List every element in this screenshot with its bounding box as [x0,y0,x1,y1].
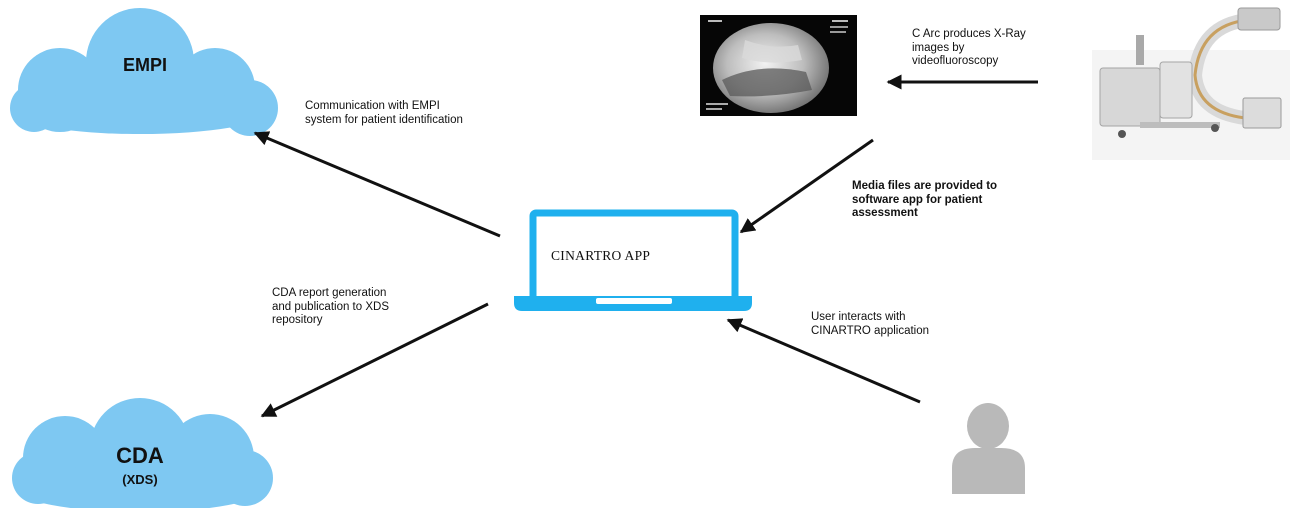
xray-image-icon [700,15,857,116]
empi-label: EMPI [122,55,167,75]
app-label: CINARTRO APP [551,248,651,263]
c-arm-machine-icon [1092,7,1290,160]
edge-label-carm-to-xray: C Arc produces X-Ray images by videofluo… [912,28,1026,67]
edge-label-user-to-app: User interacts with CINARTRO application [811,311,930,337]
edge-label-xray-to-app: Media files are provided to software app… [852,180,998,219]
cda-cloud [12,398,273,508]
edge-label-app-to-empi: Communication with EMPI system for patie… [305,100,463,126]
arrow-xray-to-app [739,138,874,234]
edge-label-app-to-cda: CDA report generation and publication to… [272,287,389,326]
cda-sublabel: (XDS) [122,472,158,487]
user-icon [952,403,1025,494]
laptop-icon [514,209,752,311]
arrow-app-to-cda [260,302,489,418]
arrow-user-to-app [726,318,921,404]
empi-cloud [10,8,278,136]
cda-label: CDA [116,443,164,468]
arrow-app-to-empi [253,131,501,238]
